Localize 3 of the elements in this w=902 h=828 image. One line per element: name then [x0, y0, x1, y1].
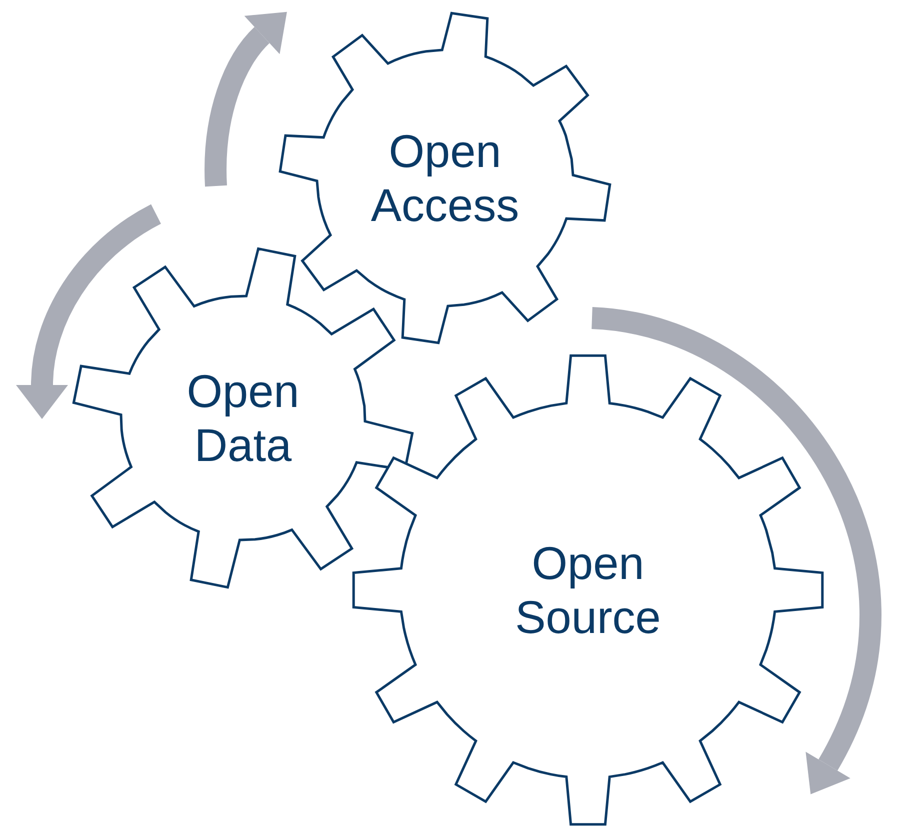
gear-label: Open Access	[370, 124, 520, 232]
gear-label: Open Data	[186, 364, 300, 472]
gear-label: Open Source	[514, 536, 662, 644]
